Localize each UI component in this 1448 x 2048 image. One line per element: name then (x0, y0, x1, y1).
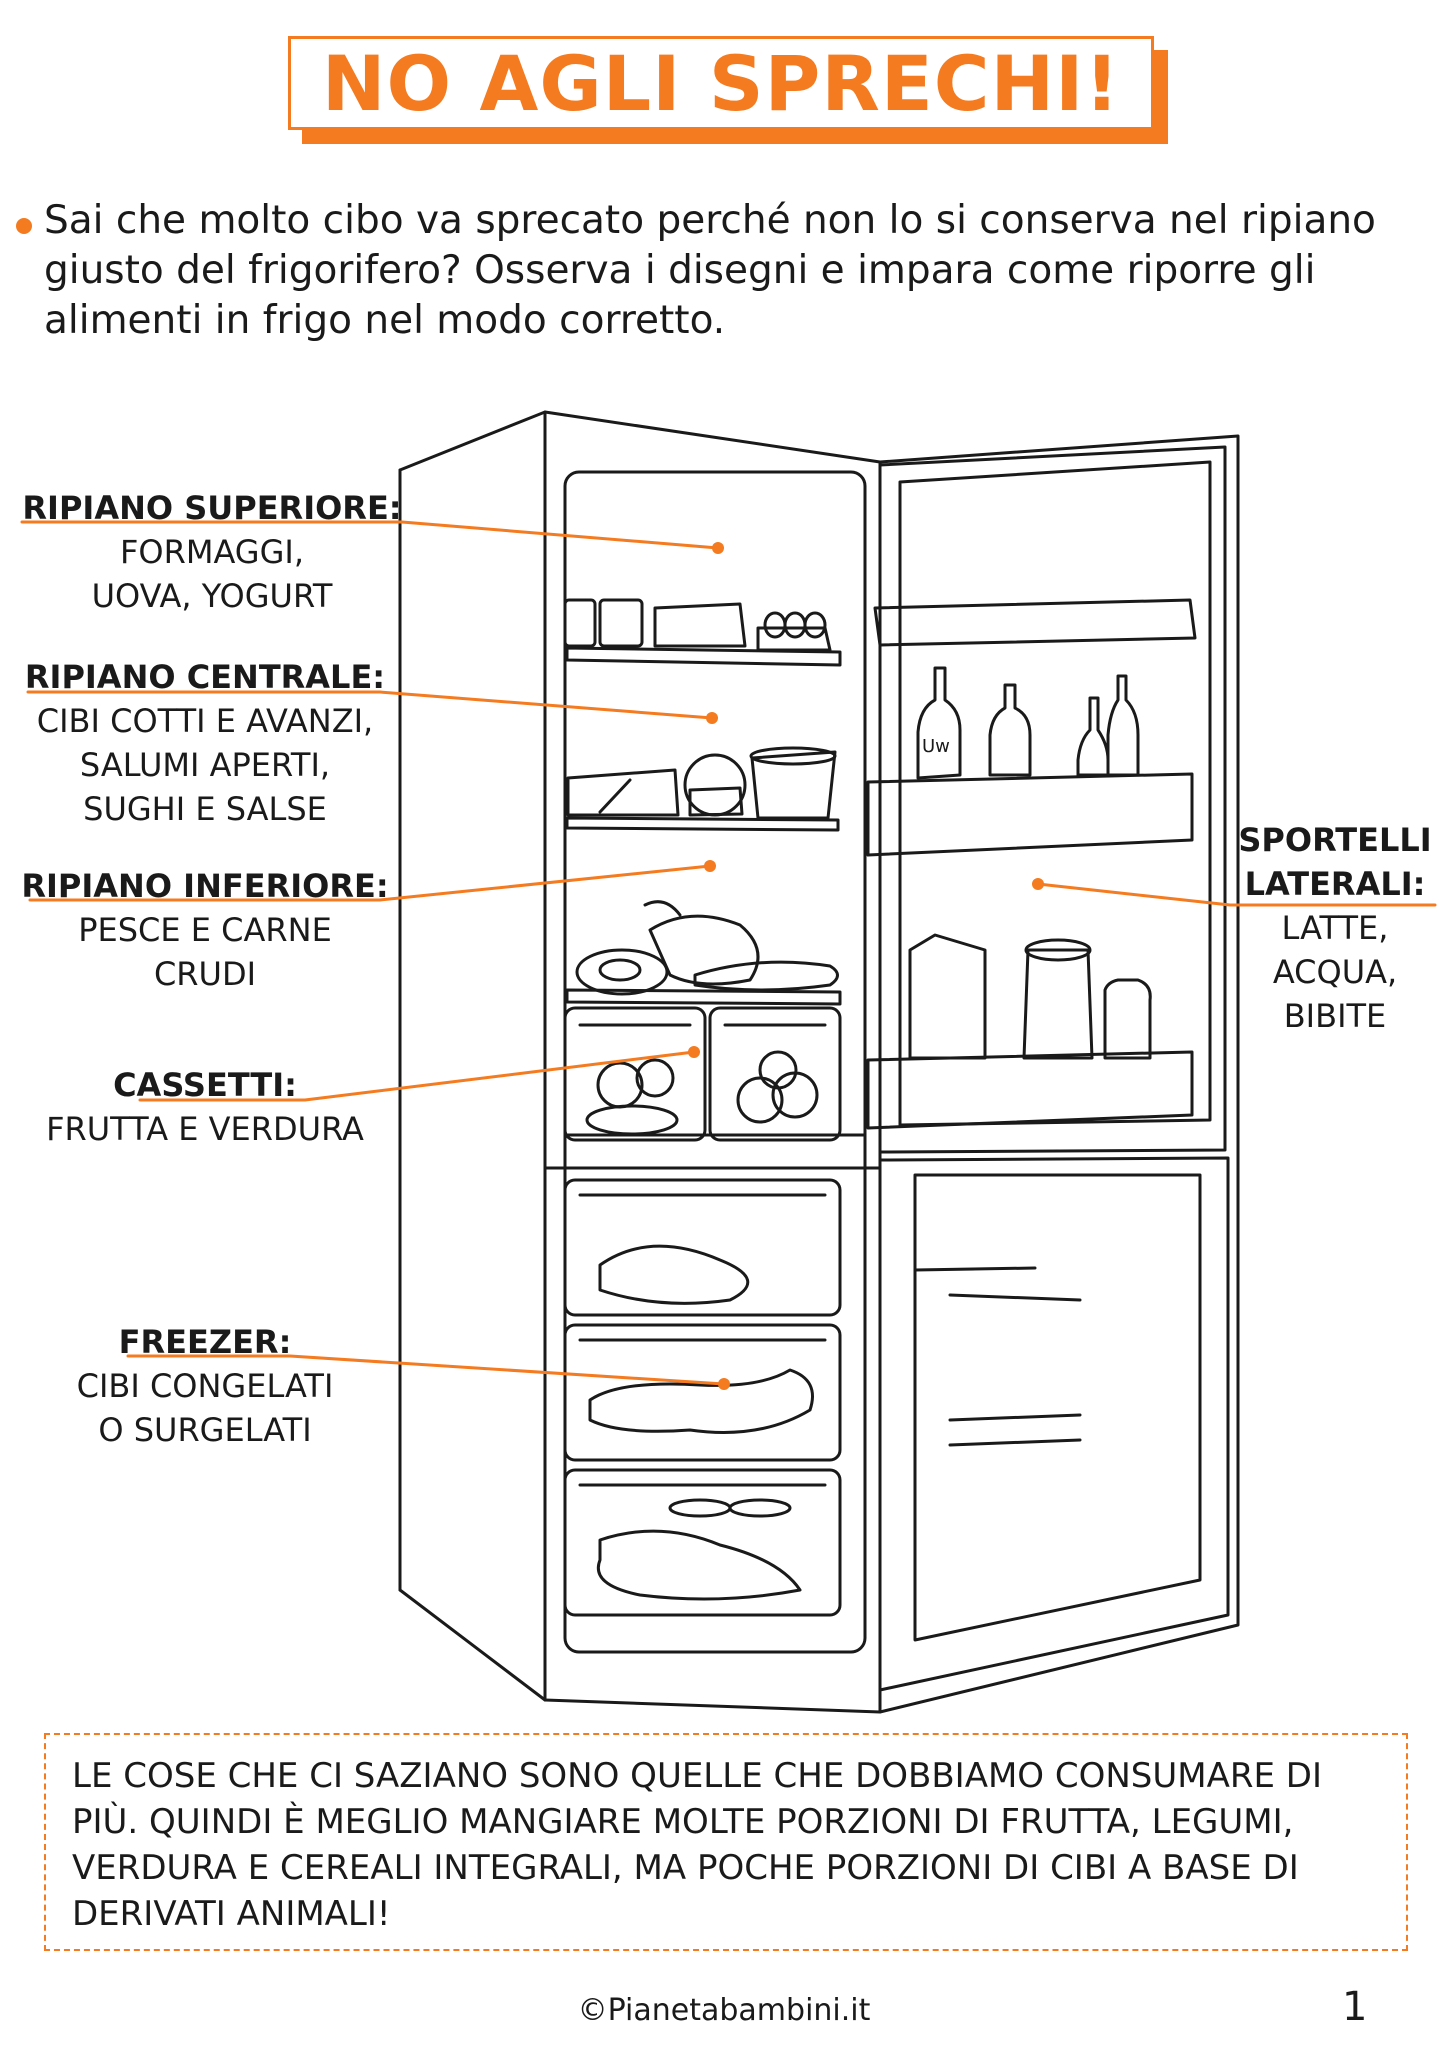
label-middle-shelf-head: RIPIANO CENTRALE: (24, 658, 386, 696)
intro-text: Sai che molto cibo va sprecato perché no… (44, 198, 1376, 343)
cheese-eggs-food (563, 598, 832, 652)
label-top-shelf-head: RIPIANO SUPERIORE: (22, 489, 402, 527)
label-drawers-line1: FRUTTA E VERDURA (46, 1110, 364, 1148)
page-title: NO AGLI SPRECHI! (321, 38, 1121, 128)
label-middle-shelf-line3: SUGHI E SALSE (83, 790, 327, 828)
label-drawers: CASSETTI: FRUTTA E VERDURA (20, 1063, 390, 1151)
label-door-head2: LATERALI: (1244, 865, 1426, 903)
label-drawers-head: CASSETTI: (113, 1066, 297, 1104)
bottle-label: Uw (922, 736, 950, 757)
label-door-line2: ACQUA, (1272, 953, 1398, 991)
label-bottom-shelf-line2: CRUDI (153, 955, 257, 993)
leader-lines (20, 520, 1437, 1386)
title-banner: NO AGLI SPRECHI! (288, 36, 1168, 144)
leader-dots (688, 542, 1044, 1390)
label-door-line3: BIBITE (1283, 997, 1387, 1035)
door-bins (866, 598, 1197, 1130)
title-box: NO AGLI SPRECHI! (288, 36, 1154, 130)
bullet-dot (16, 218, 32, 234)
label-door: SPORTELLI LATERALI: LATTE, ACQUA, BIBITE (1225, 818, 1445, 1038)
label-bottom-shelf: RIPIANO INFERIORE: PESCE E CARNE CRUDI (15, 864, 395, 996)
label-middle-shelf: RIPIANO CENTRALE: CIBI COTTI E AVANZI, S… (10, 655, 400, 831)
label-bottom-shelf-head: RIPIANO INFERIORE: (21, 867, 389, 905)
label-door-line1: LATTE, (1281, 909, 1389, 947)
label-freezer-line1: CIBI CONGELATI (76, 1367, 334, 1405)
label-door-head1: SPORTELLI (1238, 821, 1432, 859)
label-freezer-head: FREEZER: (118, 1323, 292, 1361)
page-number: 1 (1342, 1984, 1368, 2030)
door-bottles (908, 666, 1152, 1060)
leftovers-food (566, 746, 837, 820)
label-middle-shelf-line1: CIBI COTTI E AVANZI, (36, 702, 374, 740)
fridge-body (398, 410, 882, 1714)
freezer-drawers (563, 1178, 842, 1617)
meat-fish-food (575, 900, 839, 996)
label-freezer-line2: O SURGELATI (98, 1411, 312, 1449)
label-freezer: FREEZER: CIBI CONGELATI O SURGELATI (25, 1320, 385, 1452)
label-top-shelf-line2: UOVA, YOGURT (91, 577, 333, 615)
label-bottom-shelf-line1: PESCE E CARNE (78, 911, 332, 949)
footer-credit: ©Pianetabambini.it (577, 1993, 871, 2028)
note-box: LE COSE CHE CI SAZIANO SONO QUELLE CHE D… (44, 1733, 1408, 1951)
label-middle-shelf-line2: SALUMI APERTI, (79, 746, 331, 784)
label-top-shelf: RIPIANO SUPERIORE: FORMAGGI, UOVA, YOGUR… (12, 486, 412, 618)
fridge-door (878, 434, 1240, 1714)
crisper-drawers (563, 1006, 842, 1142)
label-top-shelf-line1: FORMAGGI, (120, 533, 304, 571)
